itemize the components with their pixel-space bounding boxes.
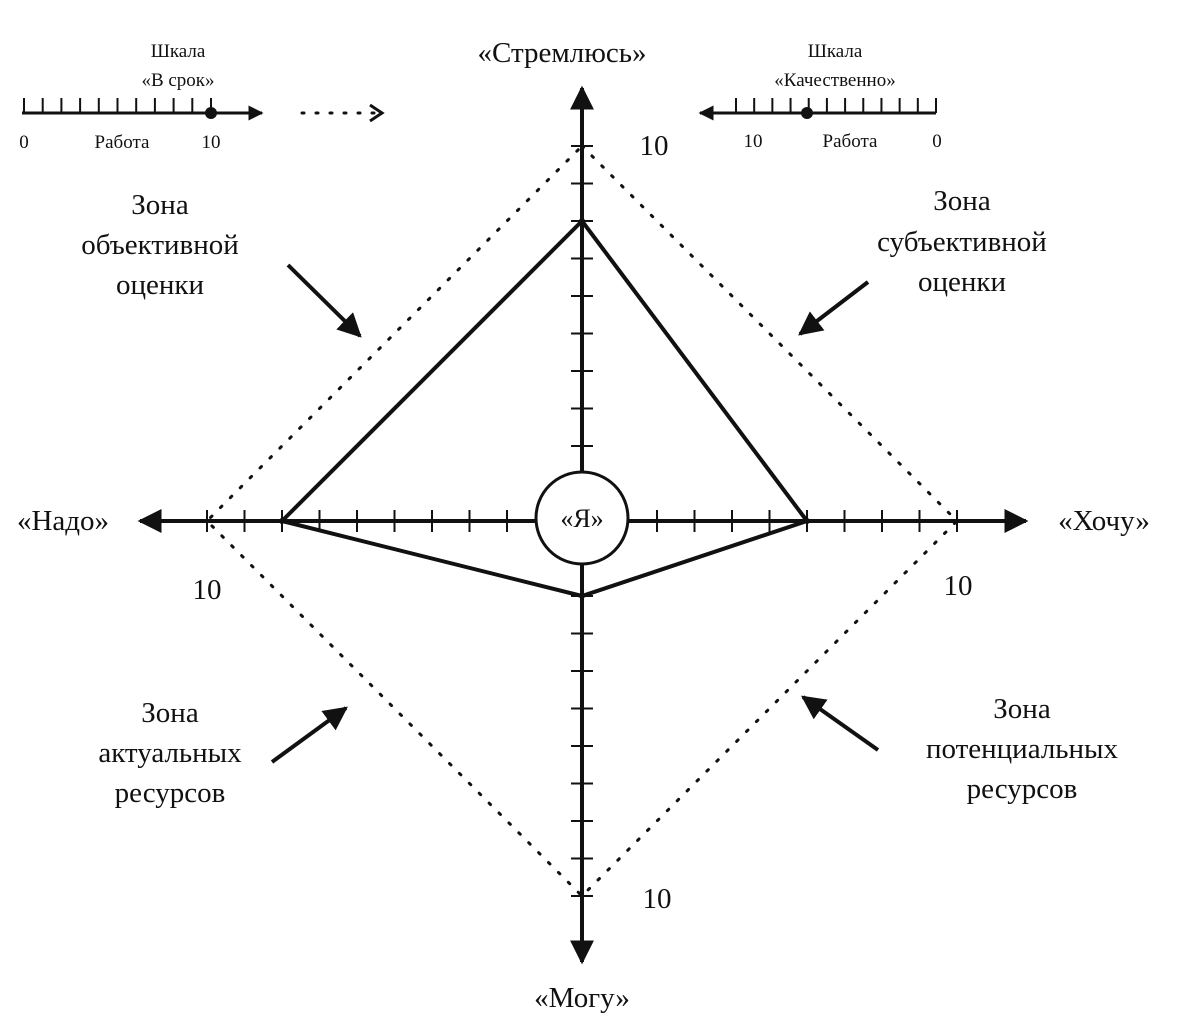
- zone-top-right-line2: субъективной: [877, 226, 1047, 258]
- scale-on-time-middle: Работа: [95, 132, 150, 153]
- data-point-bottom: [579, 593, 585, 599]
- zone-top-left-line1: Зона: [131, 189, 189, 221]
- scale-quality-title-line1: Шкала: [808, 41, 863, 62]
- data-point-right: [804, 518, 810, 524]
- scale-on-time-start: 0: [19, 132, 29, 153]
- axis-label-right: «Хочу»: [1058, 505, 1150, 537]
- scale-quality-marker: [801, 107, 813, 119]
- scale-on-time-ticks: [23, 98, 212, 113]
- zone-top-left-line3: оценки: [116, 269, 204, 301]
- axis-max-left: 10: [193, 574, 222, 606]
- zone-bottom-left: Зона актуальных ресурсов: [98, 697, 242, 809]
- zone-bottom-left-line2: актуальных: [98, 737, 242, 769]
- center-circle: [534, 470, 630, 566]
- zone-top-left-line2: объективной: [81, 229, 239, 261]
- axis-max-top: 10: [640, 130, 669, 162]
- zone-bottom-right: Зона потенциальных ресурсов: [926, 693, 1119, 805]
- zone-bottom-left-line1: Зона: [141, 697, 199, 729]
- zone-top-left-arrow: [286, 263, 362, 338]
- zone-bottom-right-line2: потенциальных: [926, 733, 1119, 765]
- axis-max-right: 10: [944, 570, 973, 602]
- zone-bottom-right-line1: Зона: [993, 693, 1051, 725]
- zone-bottom-left-line3: ресурсов: [115, 777, 226, 809]
- zone-top-right-arrow: [798, 280, 870, 336]
- scale-on-time-title-line2: «В срок»: [141, 70, 214, 91]
- axis-label-left: «Надо»: [17, 505, 109, 537]
- axis-label-top: «Стремлюсь»: [478, 37, 647, 69]
- scale-on-time: Шкала «В срок» 0 Работа 10: [19, 41, 264, 153]
- scale-quality: Шкала «Качественно» 10 Работа 0: [698, 41, 942, 152]
- zone-bottom-left-arrow: [270, 706, 348, 764]
- scale-quality-ticks: [735, 98, 937, 113]
- center-label: «Я»: [560, 504, 603, 533]
- axis-max-bottom: 10: [643, 883, 672, 915]
- scale-on-time-marker: [205, 107, 217, 119]
- data-point-top: [579, 218, 585, 224]
- scale-on-time-end: 10: [202, 132, 221, 153]
- data-point-left: [279, 518, 285, 524]
- scale-quality-title-line2: «Качественно»: [774, 70, 895, 91]
- zone-top-right-line3: оценки: [918, 266, 1006, 298]
- zone-bottom-right-arrow: [801, 695, 880, 752]
- scale-connector-arrowhead: [369, 103, 385, 123]
- scale-quality-start: 10: [744, 131, 763, 152]
- data-points: [279, 218, 810, 599]
- axis-label-bottom: «Могу»: [534, 982, 630, 1014]
- scale-quality-middle: Работа: [823, 131, 878, 152]
- zone-top-right: Зона субъективной оценки: [877, 185, 1047, 298]
- zone-bottom-right-line3: ресурсов: [967, 773, 1078, 805]
- zone-top-right-line1: Зона: [933, 185, 991, 217]
- scale-quality-end: 0: [932, 131, 942, 152]
- zone-top-left: Зона объективной оценки: [81, 189, 239, 301]
- scale-on-time-title-line1: Шкала: [151, 41, 206, 62]
